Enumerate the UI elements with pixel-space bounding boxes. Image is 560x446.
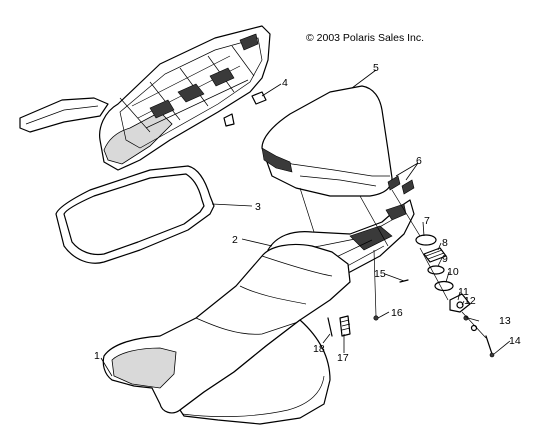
callout-8: 8 [442,237,448,249]
callout-9: 9 [442,253,448,265]
callout-16: 16 [391,307,403,319]
seat-base-frame [19,25,271,171]
callout-11: 11 [458,286,469,298]
latch-washer-small [470,324,478,332]
leader-lines [100,69,511,377]
callout-labels: 1 2 3 4 5 6 7 8 9 10 11 12 13 14 15 16 1… [94,62,521,364]
clip-fastener [223,91,267,127]
pin-18 [327,317,333,337]
seat-seal-gasket [55,165,215,264]
latch-retainer [434,280,454,292]
callout-10: 10 [447,266,459,278]
latch-plate [415,234,437,246]
callout-13: 13 [499,315,511,327]
callout-1: 1 [94,350,100,362]
callout-12: 12 [464,295,476,307]
callout-6: 6 [416,155,422,167]
rear-seat-cushion [261,85,393,197]
copyright-text: © 2003 Polaris Sales Inc. [306,32,424,44]
callout-5: 5 [373,62,379,74]
screw-16 [373,315,379,321]
callout-7: 7 [424,215,430,227]
mounting-bolts [387,175,415,195]
callout-3: 3 [255,201,261,213]
callout-2: 2 [232,234,238,246]
callout-14: 14 [509,335,521,347]
latch-pin [485,335,493,355]
strap-17 [339,315,351,337]
main-seat [102,243,351,425]
latch-pin-head [489,352,495,358]
callout-17: 17 [337,352,349,364]
callout-15: 15 [374,268,386,280]
callout-18: 18 [313,343,325,355]
explosion-lines [299,187,487,339]
latch-hardware-stack [415,234,495,358]
small-fasteners [327,279,409,337]
callout-4: 4 [282,77,288,89]
latch-washer [427,265,445,275]
